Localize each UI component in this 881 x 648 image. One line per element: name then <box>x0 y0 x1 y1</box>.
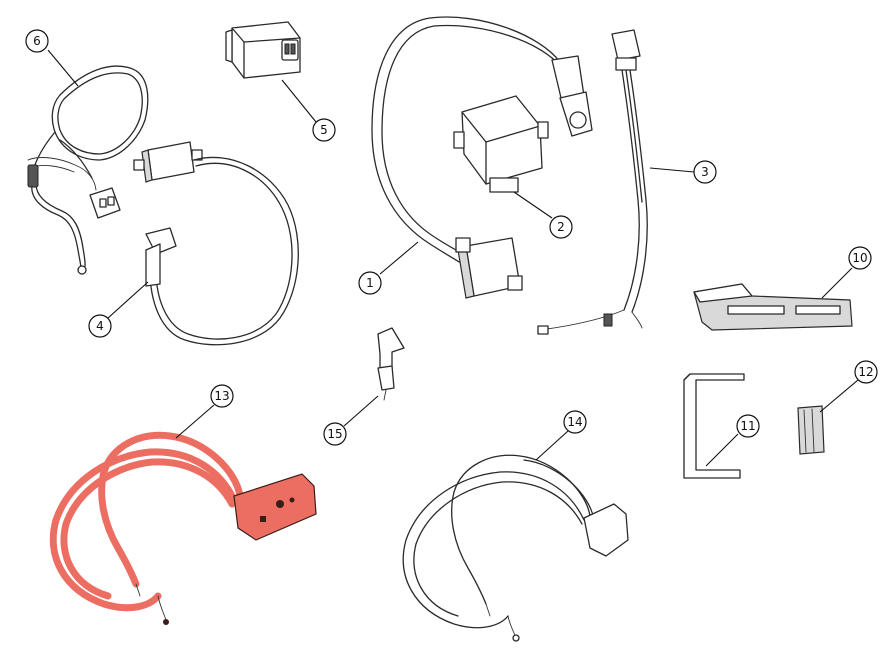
callout-4[interactable]: 4 <box>88 281 149 338</box>
callout-14-label: 14 <box>567 415 582 429</box>
wiring-harness-part[interactable] <box>27 65 149 275</box>
u-bracket-part[interactable] <box>683 373 745 479</box>
callout-3-label: 3 <box>701 165 709 179</box>
sleeve-part[interactable] <box>797 405 825 455</box>
callout-3[interactable]: 3 <box>649 160 717 184</box>
callout-11-label: 11 <box>740 419 755 433</box>
callout-1[interactable]: 1 <box>358 241 419 295</box>
spark-plug-cap-part[interactable] <box>377 327 405 401</box>
slotted-bracket-part[interactable] <box>693 283 853 331</box>
callout-6-label: 6 <box>33 34 41 48</box>
callout-5[interactable]: 5 <box>281 79 336 142</box>
callout-15[interactable]: 15 <box>323 395 379 446</box>
callout-13[interactable]: 13 <box>175 384 234 439</box>
callout-10-label: 10 <box>852 251 867 265</box>
callout-4-label: 4 <box>96 319 104 333</box>
kill-switch-highlighted-part[interactable] <box>49 431 317 625</box>
callout-10[interactable]: 10 <box>821 246 872 299</box>
cdi-unit-part[interactable] <box>453 95 549 193</box>
callout-12-label: 12 <box>858 365 873 379</box>
callout-12[interactable]: 12 <box>819 360 878 413</box>
kill-switch-part[interactable] <box>402 454 629 642</box>
ignition-coil-with-lead-part[interactable] <box>371 16 593 299</box>
callout-2[interactable]: 2 <box>513 191 573 239</box>
callout-14[interactable]: 14 <box>535 410 587 461</box>
callout-5-label: 5 <box>320 123 328 137</box>
callout-1-label: 1 <box>366 276 374 290</box>
ignition-coil-small-part[interactable] <box>133 141 299 346</box>
callout-15-label: 15 <box>327 427 342 441</box>
callout-2-label: 2 <box>557 220 565 234</box>
callout-11[interactable]: 11 <box>705 414 760 467</box>
callout-13-label: 13 <box>214 389 229 403</box>
wiring-loom-connector-part[interactable] <box>537 29 648 335</box>
callout-6[interactable]: 6 <box>25 29 79 87</box>
relay-module-part[interactable] <box>225 21 301 79</box>
